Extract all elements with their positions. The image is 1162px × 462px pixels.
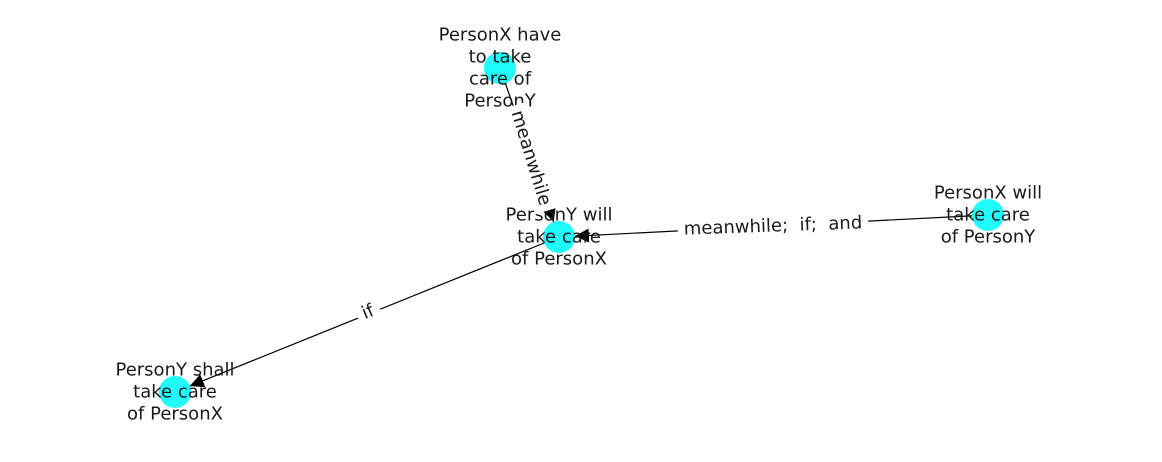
edge-meanwhile-label: meanwhile — [507, 108, 556, 208]
edge-meanwhile-label-group: meanwhile — [502, 101, 560, 215]
nodes-layer — [159, 52, 1004, 408]
node-label-line: take care — [946, 205, 1030, 226]
edge-if-label-group: if — [352, 295, 385, 329]
node-label-line: of PersonX — [127, 404, 223, 425]
edge-multi-label-group: meanwhile; if; and — [677, 210, 869, 242]
node-label-line: take care — [133, 382, 217, 403]
node-will-y-circle — [543, 221, 575, 253]
node-have-circle — [484, 52, 516, 84]
edge-label-background — [352, 295, 385, 329]
node-shall-circle — [159, 376, 191, 408]
node-label-line: to take — [469, 47, 532, 68]
node-label-line: of PersonY — [941, 227, 1037, 248]
edge-label-background — [677, 210, 869, 242]
node-label-line: take care — [517, 227, 601, 248]
node-label-line: PersonX have — [439, 25, 562, 46]
node-label-line: PersonX will — [934, 183, 1042, 204]
node-label-line: care of — [469, 69, 532, 90]
node-label-line: PersonY shall — [115, 360, 234, 381]
node-label-line: PersonY will — [506, 205, 613, 226]
node-will-x-circle — [972, 199, 1004, 231]
node-label-line: of PersonX — [511, 249, 607, 270]
edge-label-background — [502, 101, 560, 215]
